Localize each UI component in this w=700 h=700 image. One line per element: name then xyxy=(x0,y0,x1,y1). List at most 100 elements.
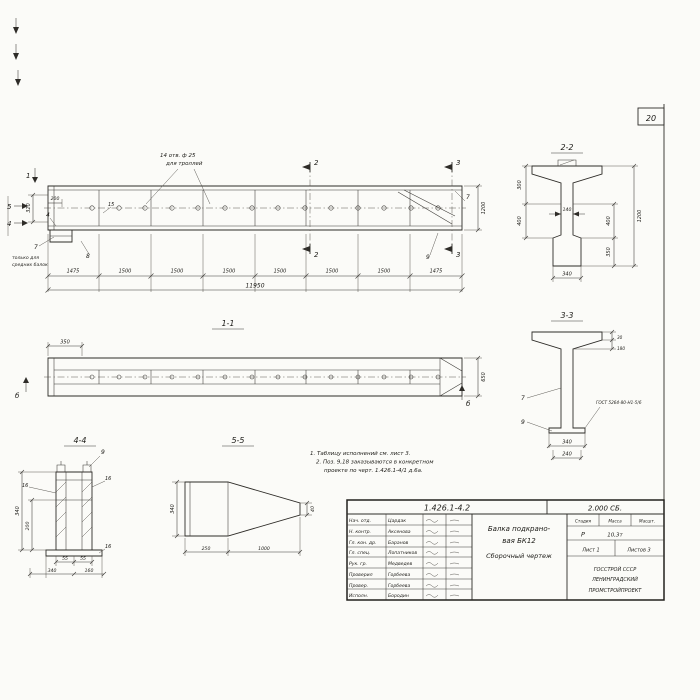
row-name: Цардак xyxy=(388,518,406,524)
dim-400-left: 400 xyxy=(517,216,523,226)
sheet-number: 20 xyxy=(646,114,656,123)
sheet-number-box xyxy=(637,107,665,126)
hole xyxy=(355,374,361,380)
balloon-7: 7 xyxy=(521,395,525,402)
label-16: 16 xyxy=(22,483,28,489)
dim-180: 180 xyxy=(617,346,625,351)
trolley-hole xyxy=(381,205,387,211)
plate-inner-lines xyxy=(189,482,229,536)
dim-340-ext xyxy=(18,471,56,551)
row-role: Нач. отд. xyxy=(349,518,371,524)
mass-value: 10,3т xyxy=(607,533,623,539)
row-role: Проверил xyxy=(349,572,373,578)
dim-340-ext xyxy=(548,433,586,448)
cut-arrow xyxy=(444,164,452,170)
dim-340-ext xyxy=(172,481,185,537)
dim-seg: 1500 xyxy=(378,269,391,275)
dim-300: 300 xyxy=(517,180,523,190)
dim-160: 160 xyxy=(85,568,94,574)
trolley-hole xyxy=(408,205,414,211)
base-plate xyxy=(45,549,103,557)
balloon-4-leader xyxy=(49,217,57,227)
row-name: Баранов xyxy=(388,540,409,546)
cut-mark-4: 4 xyxy=(7,220,28,228)
balloon-7: 7 xyxy=(34,244,38,251)
dim-seg: 1500 xyxy=(223,269,236,275)
balloon-7-note-line1: только для xyxy=(12,256,39,261)
dim-1200-ext xyxy=(464,185,482,231)
balloon-9: 9 xyxy=(521,419,525,426)
dim-350-ext xyxy=(47,342,83,356)
end-taper-lines xyxy=(397,189,456,225)
row-role: Гл. спец. xyxy=(349,550,370,556)
trolley-hole xyxy=(435,205,441,211)
notes: 1. Таблицу исполнений см. лист 3. 2. Поз… xyxy=(310,451,433,474)
view-b-arrow xyxy=(23,377,29,383)
row-name: Горбеева xyxy=(388,572,410,578)
section-title: 5-5 xyxy=(231,436,244,445)
label-15-leader xyxy=(102,206,112,214)
sheet-label: Лист 1 xyxy=(581,548,599,554)
doc-code: 2.000 СБ. xyxy=(588,505,622,513)
hole xyxy=(249,374,255,380)
fold-mark-arrow xyxy=(13,53,19,60)
cut-label-3-bottom: 3 xyxy=(456,251,460,259)
dim-1000: 1000 xyxy=(258,546,270,552)
drawing-subtitle: Сборочный чертеж xyxy=(486,552,552,560)
col-mass: Масса xyxy=(608,519,622,524)
col-scale: Масшт. xyxy=(639,519,655,524)
hole xyxy=(195,374,201,380)
dim-340-ext xyxy=(552,266,582,282)
cut-arrow xyxy=(32,177,38,183)
dim-seg: 1475 xyxy=(67,269,80,275)
cut-mark-1: 1 xyxy=(26,168,38,183)
trolley-hole xyxy=(222,205,228,211)
dim-240-ticks xyxy=(550,455,584,461)
balloon-4: 4 xyxy=(46,212,50,219)
dim-250: 250 xyxy=(202,546,211,552)
dim-1200-ticks xyxy=(475,183,481,233)
dim-650: 650 xyxy=(481,372,487,382)
cut-label-1: 1 xyxy=(26,172,30,180)
cut-mark-2: 2 2 xyxy=(302,159,319,259)
trolley-hole xyxy=(89,205,95,211)
dims-ext-left xyxy=(522,165,561,239)
dim-200: 200 xyxy=(25,522,31,531)
hole xyxy=(116,374,122,380)
holes-callout-line2: для троллей xyxy=(165,161,203,167)
doc-number: 1.426.1-4.2 xyxy=(424,504,470,513)
hole xyxy=(275,374,281,380)
dim-140-arrow xyxy=(573,211,579,217)
cut-arrow xyxy=(22,220,28,226)
dims-ext-right xyxy=(573,331,616,350)
plate-outline xyxy=(184,481,301,537)
dims-line-right xyxy=(613,166,635,266)
body-inner-lines xyxy=(56,472,92,550)
row-role: Исполн. xyxy=(349,593,368,599)
label-16-leader xyxy=(28,486,57,494)
balloon-7-note-line2: средних балок xyxy=(12,262,48,268)
dim-total: 11950 xyxy=(245,283,264,290)
row-name: Бородин xyxy=(388,593,409,599)
trolley-hole xyxy=(116,205,122,211)
balloon-7-leader xyxy=(38,236,55,247)
dim-55-ticks xyxy=(53,559,95,565)
row-role: Гл. кон. др. xyxy=(349,540,376,546)
trolley-hole xyxy=(142,205,148,211)
org-line3: ПРОМСТРОЙПРОЕКТ xyxy=(589,587,643,594)
hole xyxy=(381,374,387,380)
row-name: Медведев xyxy=(388,561,413,567)
drawing-title-line1: Балка подкрано- xyxy=(488,525,551,533)
dim-340-bottom: 340 xyxy=(48,568,57,574)
dim-340-ticks xyxy=(174,479,180,539)
cut-arrow xyxy=(302,164,310,170)
dim-row2-ext xyxy=(29,556,103,578)
rail-pad xyxy=(557,159,577,166)
stiffener-lines xyxy=(98,190,411,226)
note-line1: 1. Таблицу исполнений см. лист 3. xyxy=(310,451,411,457)
row-name: Аксенова xyxy=(387,529,411,535)
beam-outline xyxy=(47,185,463,231)
cut-arrow xyxy=(444,246,452,252)
dim-30: 30 xyxy=(617,335,623,340)
section-title: 3-3 xyxy=(560,311,573,320)
